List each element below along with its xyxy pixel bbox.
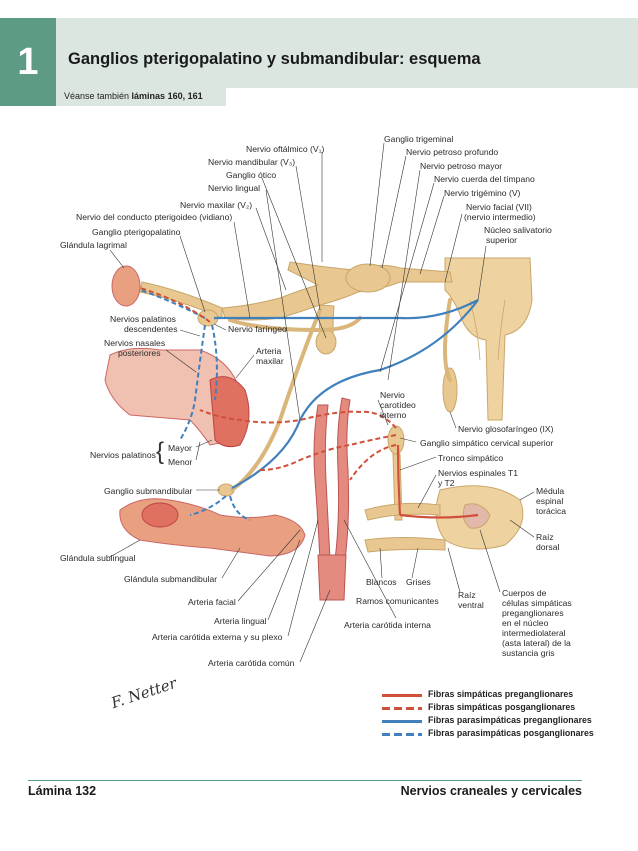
- sympathetic-post-fibers: [139, 287, 397, 481]
- see-also-band: [56, 88, 226, 106]
- label-nucleo-salivatorio-line1: Núcleo salivatorio: [484, 225, 552, 235]
- label-nervio-oftalmico: Nervio oftálmico (V₁): [246, 144, 325, 154]
- label-grises: Grises: [406, 577, 431, 587]
- label-cuerpos-line2: células simpáticas: [502, 598, 572, 608]
- label-ganglio-simpatico-cervical: Ganglio simpático cervical superior: [420, 438, 554, 448]
- label-nervio-cuerda-timpano: Nervio cuerda del tímpano: [434, 174, 535, 184]
- label-nervio-maxilar: Nervio maxilar (V₂): [180, 200, 253, 210]
- label-arteria-maxilar-line2: maxilar: [256, 356, 284, 366]
- label-glandula-submandibular: Glándula submandibular: [124, 574, 218, 584]
- label-nervios-palatinos-desc-line2: descendentes: [124, 324, 178, 334]
- legend-swatch: [382, 707, 422, 710]
- label-ganglio-otico: Ganglio ótico: [226, 170, 277, 180]
- label-nervio-trigemino: Nervio trigémino (V): [444, 188, 521, 198]
- sympathetic-chain: [387, 367, 458, 521]
- label-glandula-sublingual: Glándula sublingual: [60, 553, 136, 563]
- label-tronco-simpatico: Tronco simpático: [438, 453, 504, 463]
- label-nervio-facial-line2: (nervio intermedio): [464, 212, 536, 222]
- external-carotid-artery: [313, 404, 331, 561]
- label-nervio-conducto-pterigoideo: Nervio del conducto pterigoideo (vidiano…: [76, 212, 233, 222]
- legend-label: Fibras simpáticas posganglionares: [428, 702, 576, 712]
- label-arteria-facial: Arteria facial: [188, 597, 236, 607]
- brainstem: [444, 257, 533, 421]
- label-nervios-espinales-line2: y T2: [438, 478, 455, 488]
- label-arteria-carotida-interna: Arteria carótida interna: [344, 620, 431, 630]
- label-blancos: Blancos: [366, 577, 397, 587]
- label-arteria-maxilar-line1: Arteria: [256, 346, 282, 356]
- legend-label: Fibras simpáticas preganglionares: [428, 689, 574, 699]
- label-raiz-dorsal-line1: Raíz: [536, 532, 554, 542]
- label-medula-line2: espinal: [536, 496, 564, 506]
- label-nervio-lingual: Nervio lingual: [208, 183, 261, 193]
- see-also-plates[interactable]: láminas 160, 161: [131, 91, 203, 101]
- label-nervio-petroso-profundo: Nervio petroso profundo: [406, 147, 499, 157]
- label-nervio-carotideo-line2: carotídeo: [380, 400, 416, 410]
- legend-swatch: [382, 733, 422, 736]
- see-also-prefix: Véanse también: [64, 91, 132, 101]
- label-nervios-palatinos: Nervios palatinos: [90, 450, 156, 460]
- label-raiz-dorsal-line2: dorsal: [536, 542, 560, 552]
- see-also-text: Véanse también láminas 160, 161: [64, 91, 203, 101]
- label-nucleo-salivatorio-line2: superior: [486, 235, 518, 245]
- label-nervio-glosofaringeo: Nervio glosofaríngeo (IX): [458, 424, 554, 434]
- label-ganglio-submandibular: Ganglio submandibular: [104, 486, 193, 496]
- label-arteria-carotida-externa: Arteria carótida externa y su plexo: [152, 632, 283, 642]
- label-arteria-carotida-comun: Arteria carótida común: [208, 658, 295, 668]
- label-palatinos-mayor: Mayor: [168, 443, 192, 453]
- legend-swatch: [382, 694, 422, 697]
- page-title: Ganglios pterigopalatino y submandibular…: [68, 50, 481, 68]
- label-nervio-mandibular: Nervio mandibular (V₃): [208, 157, 296, 167]
- label-medula-line1: Médula: [536, 486, 565, 496]
- common-carotid-artery: [317, 554, 347, 601]
- spinal-cord-section: [364, 485, 524, 553]
- label-nervios-palatinos-desc-line1: Nervios palatinos: [110, 314, 176, 324]
- label-cuerpos-line7: sustancia gris: [502, 648, 555, 658]
- label-nervios-nasales-line2: posteriores: [118, 348, 161, 358]
- label-cuerpos-line3: preganglionares: [502, 608, 564, 618]
- legend-swatch: [382, 720, 422, 723]
- label-glandula-lagrimal: Glándula lagrimal: [60, 240, 127, 250]
- salivary-glands: [119, 498, 306, 557]
- label-ramos-comunicantes: Ramos comunicantes: [356, 596, 439, 606]
- label-medula-line3: torácica: [536, 506, 567, 516]
- lacrimal-gland: [111, 265, 141, 307]
- label-palatinos-menor: Menor: [168, 457, 193, 467]
- trigeminal-nerve: [139, 261, 453, 355]
- label-nervios-espinales-line1: Nervios espinales T1: [438, 468, 519, 478]
- label-nervios-nasales-line1: Nervios nasales: [104, 338, 166, 348]
- legend-label: Fibras parasimpáticas posganglionares: [428, 728, 594, 738]
- parasympathetic-pre-fibers: [214, 299, 479, 489]
- label-cuerpos-line1: Cuerpos de: [502, 588, 547, 598]
- leader-lines: [109, 142, 535, 663]
- label-raiz-ventral-line2: ventral: [458, 600, 484, 610]
- label-arteria-lingual: Arteria lingual: [214, 616, 267, 626]
- label-cuerpos-line5: intermediolateral: [502, 628, 566, 638]
- label-nervio-facial: Nervio facial (VII): [466, 202, 532, 212]
- sympathetic-pre-fibers: [396, 444, 479, 519]
- legend-label: Fibras parasimpáticas preganglionares: [428, 715, 592, 725]
- label-cuerpos-line6: (asta lateral) de la: [502, 638, 571, 648]
- parasympathetic-post-fibers: [139, 289, 251, 521]
- label-nervio-petroso-mayor: Nervio petroso mayor: [420, 161, 503, 171]
- footer-section: Nervios craneales y cervicales: [400, 784, 582, 798]
- brace-palatinos: {: [156, 438, 165, 465]
- chapter-number: 1: [0, 18, 56, 106]
- label-nervio-carotideo-line1: Nervio: [380, 390, 405, 400]
- label-cuerpos-line4: en el núcleo: [502, 618, 549, 628]
- internal-carotid-artery: [334, 397, 351, 561]
- nasal-oral-region: [104, 347, 250, 448]
- label-ganglio-pterigopalatino: Ganglio pterigopalatino: [92, 227, 181, 237]
- label-nervio-faringeo: Nervio faríngeo: [228, 324, 287, 334]
- label-ganglio-trigeminal: Ganglio trigeminal: [384, 134, 454, 144]
- footer-plate: Lámina 132: [28, 784, 97, 798]
- label-nervio-facial-line1: Nervio facial (VII): [466, 202, 532, 212]
- label-nervio-carotideo-line3: interno: [380, 410, 407, 420]
- footer-rule: [28, 780, 582, 781]
- header-band: [0, 18, 638, 88]
- label-raiz-ventral-line1: Raíz: [458, 590, 476, 600]
